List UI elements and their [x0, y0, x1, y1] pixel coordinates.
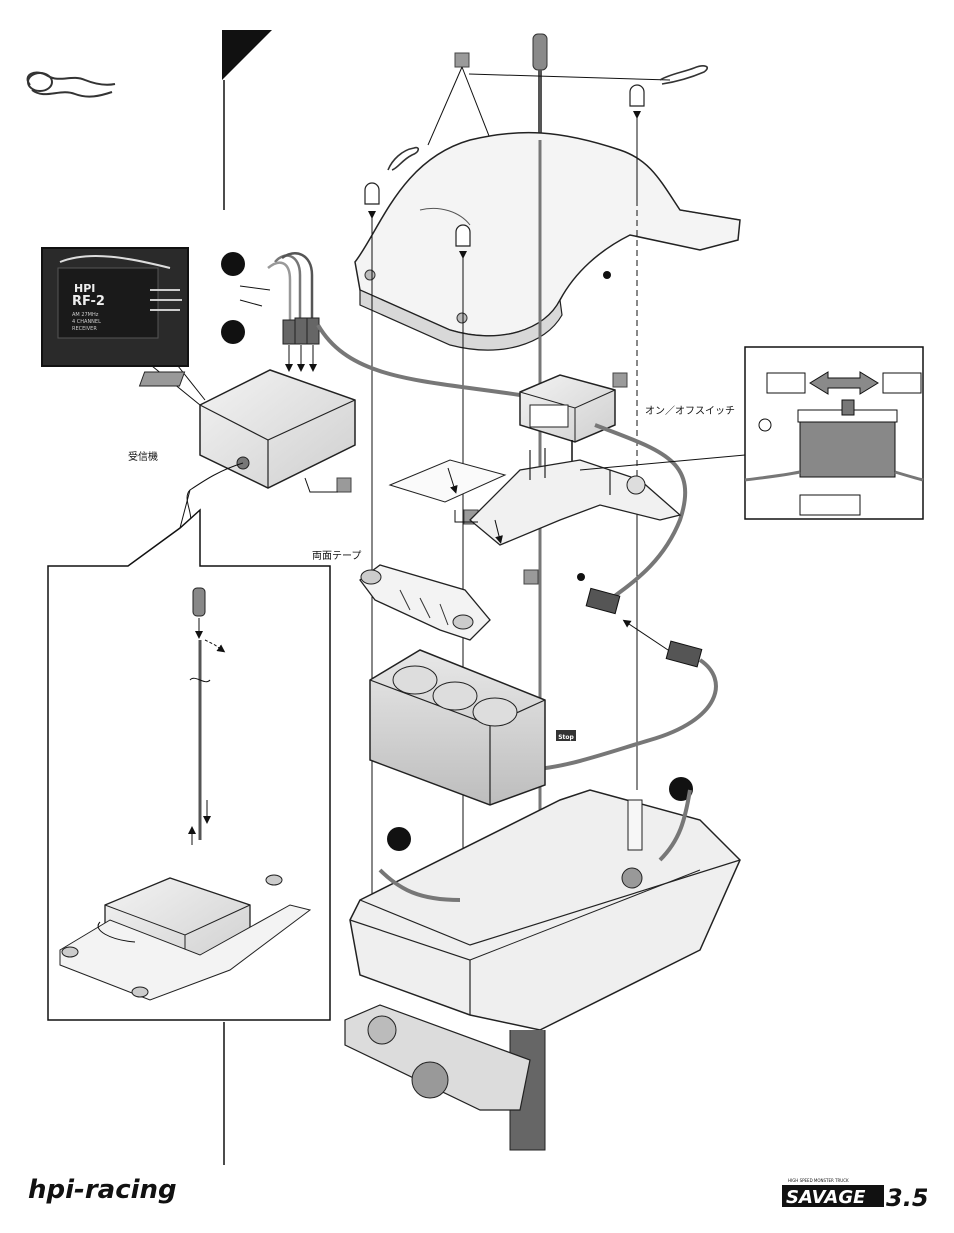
step-badge [221, 252, 245, 276]
receiver-photo-model: RF-2 [72, 294, 105, 309]
switch-battery-cable [594, 423, 687, 602]
svg-text:AM 27MHz: AM 27MHz [72, 312, 99, 318]
marker-square [454, 52, 470, 68]
svg-text:SAVAGE: SAVAGE [786, 1187, 866, 1208]
switch-mount-plate [469, 448, 682, 546]
hpi-racing-logo: hpi-racing [28, 1170, 178, 1206]
step-badge [221, 320, 245, 344]
svg-text:Stop: Stop [558, 734, 574, 741]
antenna-install-inset [47, 508, 331, 1021]
radio-box-chassis [206, 789, 741, 1151]
svg-text:RECEIVER: RECEIVER [72, 326, 97, 332]
step-badge [387, 827, 411, 851]
dot-marker [603, 271, 611, 279]
svg-text:HIGH SPEED MONSTER TRUCK: HIGH SPEED MONSTER TRUCK [788, 1178, 849, 1183]
switch-detail-inset [579, 346, 924, 520]
receiver-tray [359, 564, 491, 641]
on-off-switch [519, 374, 616, 496]
body-post [364, 84, 645, 247]
marker-square [612, 372, 628, 388]
step-corner-marker [222, 30, 272, 1165]
marker-square [523, 569, 539, 585]
servo-wires [239, 252, 320, 372]
receiver-unit [138, 369, 356, 531]
battery-connectors [519, 587, 718, 772]
antenna-tip [532, 33, 548, 140]
receiver-switch-cable [316, 323, 521, 397]
servo-mount [344, 1004, 531, 1111]
svg-text:3.5: 3.5 [886, 1184, 927, 1211]
receiver-box-cover [354, 131, 741, 351]
body-clip-icon [26, 71, 116, 98]
marker-square [336, 477, 352, 493]
inset-leader [179, 489, 191, 529]
tape-label: 両面テープ [312, 551, 362, 562]
receiver-photo: HPI RF-2 AM 27MHz 4 CHANNEL RECEIVER [41, 247, 206, 406]
dot-marker [577, 573, 585, 581]
svg-text:HPI: HPI [74, 282, 95, 295]
svg-text:4 CHANNEL: 4 CHANNEL [72, 319, 101, 325]
savage-logo: HIGH SPEED MONSTER TRUCK SAVAGE 3.5 [782, 1175, 929, 1212]
battery-pack [369, 649, 546, 806]
stop-badge: Stop [556, 730, 576, 741]
receiver-label: 受信機 [128, 452, 158, 463]
double-sided-tape [304, 459, 507, 544]
switch-label: オン／オフスイッチ [645, 406, 735, 417]
svg-text:hpi-racing: hpi-racing [28, 1175, 177, 1205]
step-badge [669, 777, 693, 801]
